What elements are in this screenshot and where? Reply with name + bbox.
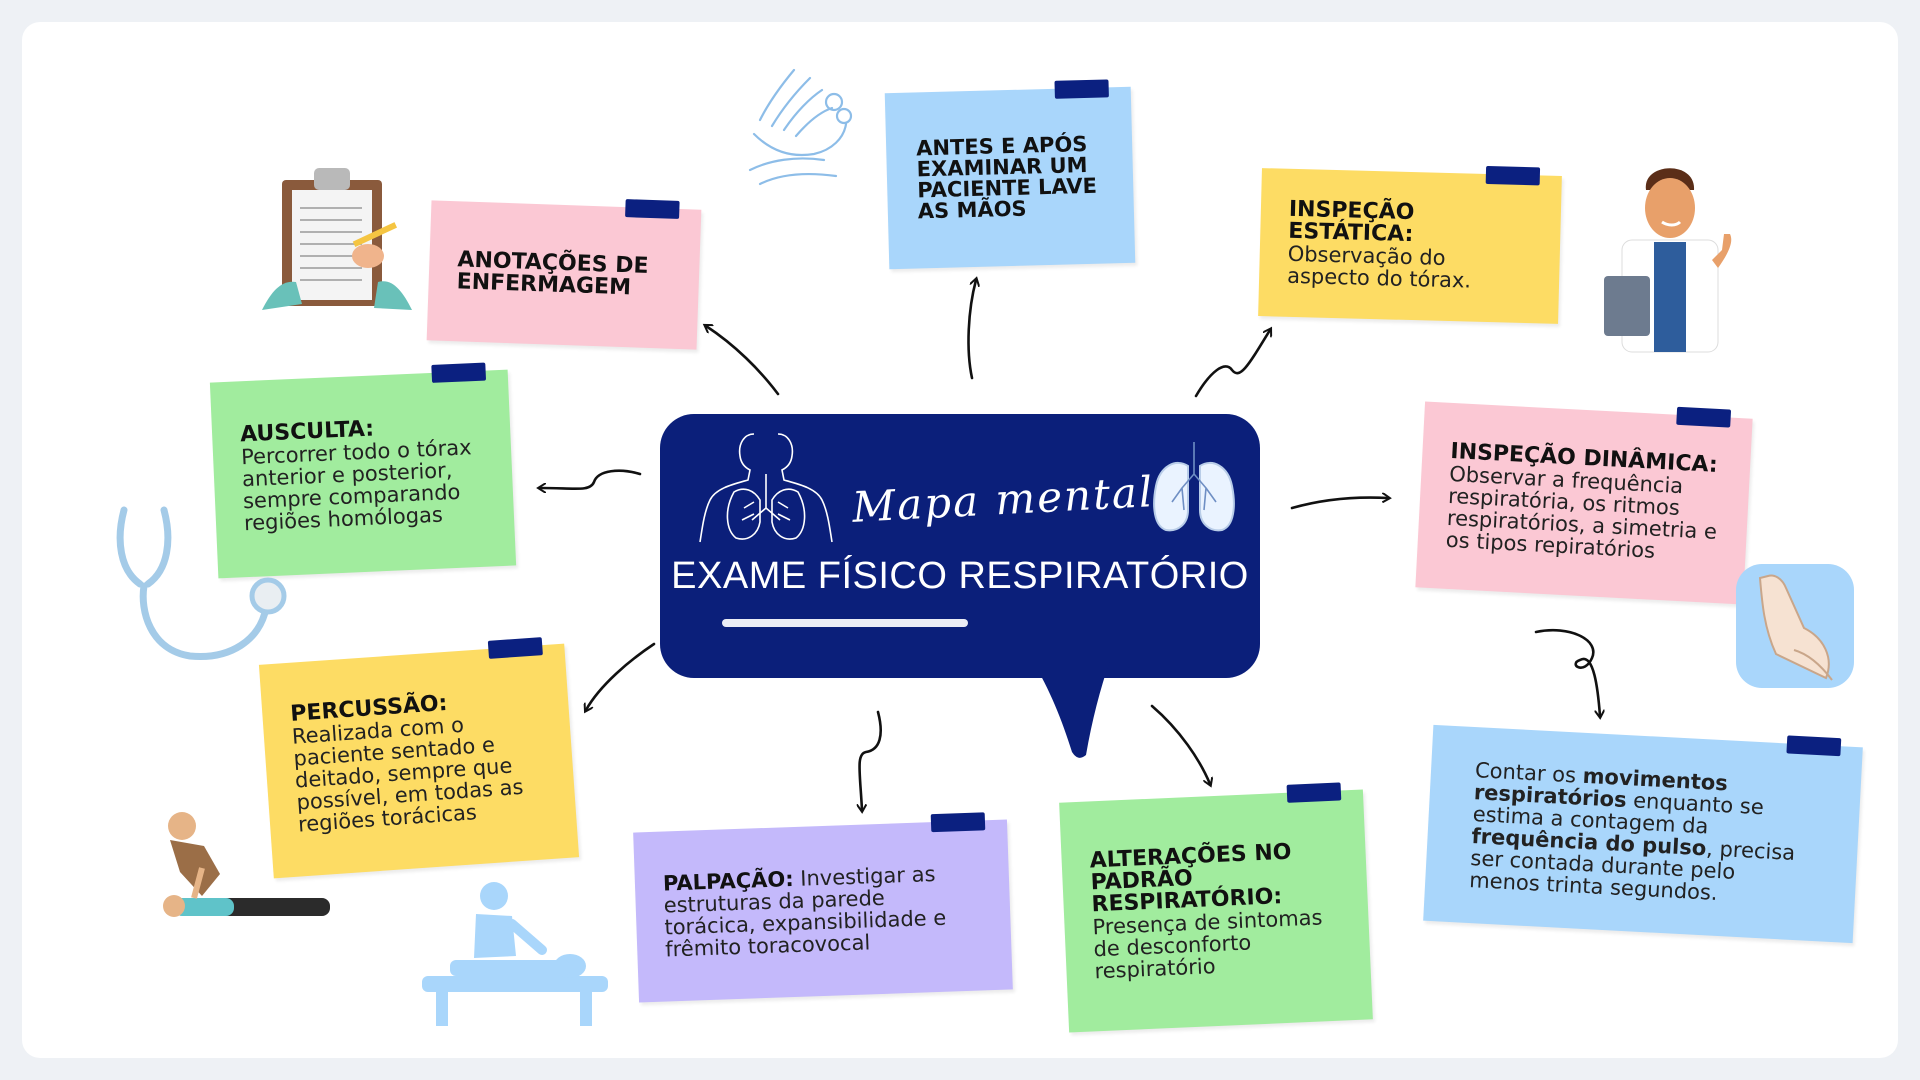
- alteracoes-body: Presença de sintomas de desconforto resp…: [1092, 905, 1323, 984]
- tape: [625, 199, 680, 219]
- palpacao-text: PALPAÇÃO: Investigar as estruturas da pa…: [663, 861, 984, 962]
- thorax-anatomy-icon: [699, 433, 833, 543]
- tape: [1786, 735, 1842, 757]
- contar-text: Contar os movimentos respiratórios enqua…: [1469, 758, 1817, 909]
- estatica-title: INSPEÇÃO ESTÁTICA:: [1288, 196, 1415, 248]
- arrow-to-hands: [967, 280, 976, 380]
- pulse-check-icon: [1736, 564, 1854, 688]
- tape: [930, 812, 986, 833]
- tape: [1485, 165, 1541, 186]
- massage-table-icon: [422, 882, 608, 1026]
- arrow-to-ausculta: [540, 469, 642, 489]
- note-contar: Contar os movimentos respiratórios enqua…: [1423, 724, 1863, 944]
- arrow-to-anotacoes: [706, 326, 780, 396]
- arrow-to-dinamica: [1290, 497, 1388, 510]
- tape: [431, 362, 487, 383]
- dinamica-body: Observar a frequência respiratória, os r…: [1445, 461, 1718, 563]
- alteracoes-title: ALTERAÇÕES NO PADRÃO RESPIRATÓRIO:: [1089, 839, 1292, 918]
- clipboard-writing-icon: [262, 168, 412, 310]
- tape: [487, 637, 543, 659]
- note-palpacao: PALPAÇÃO: Investigar as estruturas da pa…: [633, 812, 1013, 1003]
- tape: [1676, 406, 1732, 428]
- central-title: EXAME FÍSICO RESPIRATÓRIO: [671, 555, 1249, 597]
- arrow-to-estatica: [1194, 330, 1270, 398]
- arrow-to-percussao: [586, 642, 656, 710]
- central-node: [660, 414, 1260, 678]
- brush-underline: [722, 619, 968, 627]
- arrow-to-contar: [1534, 628, 1600, 716]
- note-inspecao-dinamica: INSPEÇÃO DINÂMICA: Observar a frequência…: [1415, 401, 1753, 605]
- hand-washing-icon: [748, 68, 853, 186]
- cpr-figure-icon: [163, 812, 330, 917]
- note-hand-washing: ANTES E APÓS EXAMINAR UM PACIENTE LAVE A…: [884, 79, 1136, 270]
- arrow-to-alteracoes: [1150, 704, 1210, 784]
- stethoscope-icon: [116, 506, 287, 661]
- note-anotacoes: ANOTAÇÕES DE ENFERMAGEM: [426, 199, 702, 350]
- note-alteracoes: ALTERAÇÕES NO PADRÃO RESPIRATÓRIO: Prese…: [1059, 782, 1373, 1033]
- tape: [1286, 782, 1342, 803]
- doctor-thumbs-up-icon: [1604, 168, 1732, 353]
- tape: [1054, 79, 1109, 99]
- note-inspecao-estatica: INSPEÇÃO ESTÁTICA: Observação do aspecto…: [1258, 165, 1562, 324]
- bubble-tail: [1032, 660, 1110, 758]
- estatica-body: Observação do aspecto do tórax.: [1286, 241, 1472, 293]
- anotacoes-text: ANOTAÇÕES DE ENFERMAGEM: [456, 247, 649, 301]
- hand-washing-text: ANTES E APÓS EXAMINAR UM PACIENTE LAVE A…: [915, 131, 1098, 224]
- lungs-icon: [1153, 442, 1235, 532]
- arrow-to-palpacao: [860, 710, 882, 810]
